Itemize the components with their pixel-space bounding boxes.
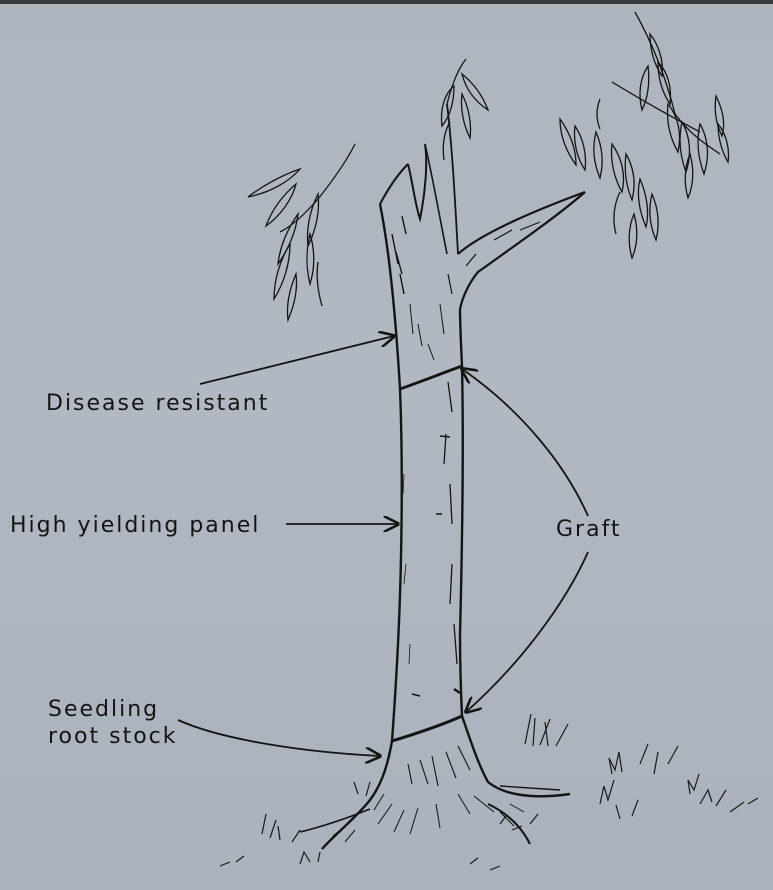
label-seedling-line2: root stock <box>48 723 177 750</box>
arrow-graft-upper <box>462 369 588 516</box>
arrow-seedling <box>178 720 380 756</box>
label-seedling-line1: Seedling <box>48 696 177 723</box>
label-graft: Graft <box>556 516 622 543</box>
tree-trunk <box>300 104 585 849</box>
label-high-yielding-panel: High yielding panel <box>10 512 260 539</box>
diagram-canvas: Disease resistant High yielding panel Gr… <box>0 4 773 890</box>
label-seedling-root-stock: Seedling root stock <box>48 696 177 750</box>
arrow-graft-lower <box>466 552 588 712</box>
leaves-left <box>248 144 355 320</box>
leaves-right <box>560 12 729 258</box>
label-disease-resistant: Disease resistant <box>46 390 269 417</box>
tree-illustration <box>0 4 773 890</box>
ground-grass <box>220 714 758 870</box>
arrow-disease-resistant <box>200 336 394 384</box>
